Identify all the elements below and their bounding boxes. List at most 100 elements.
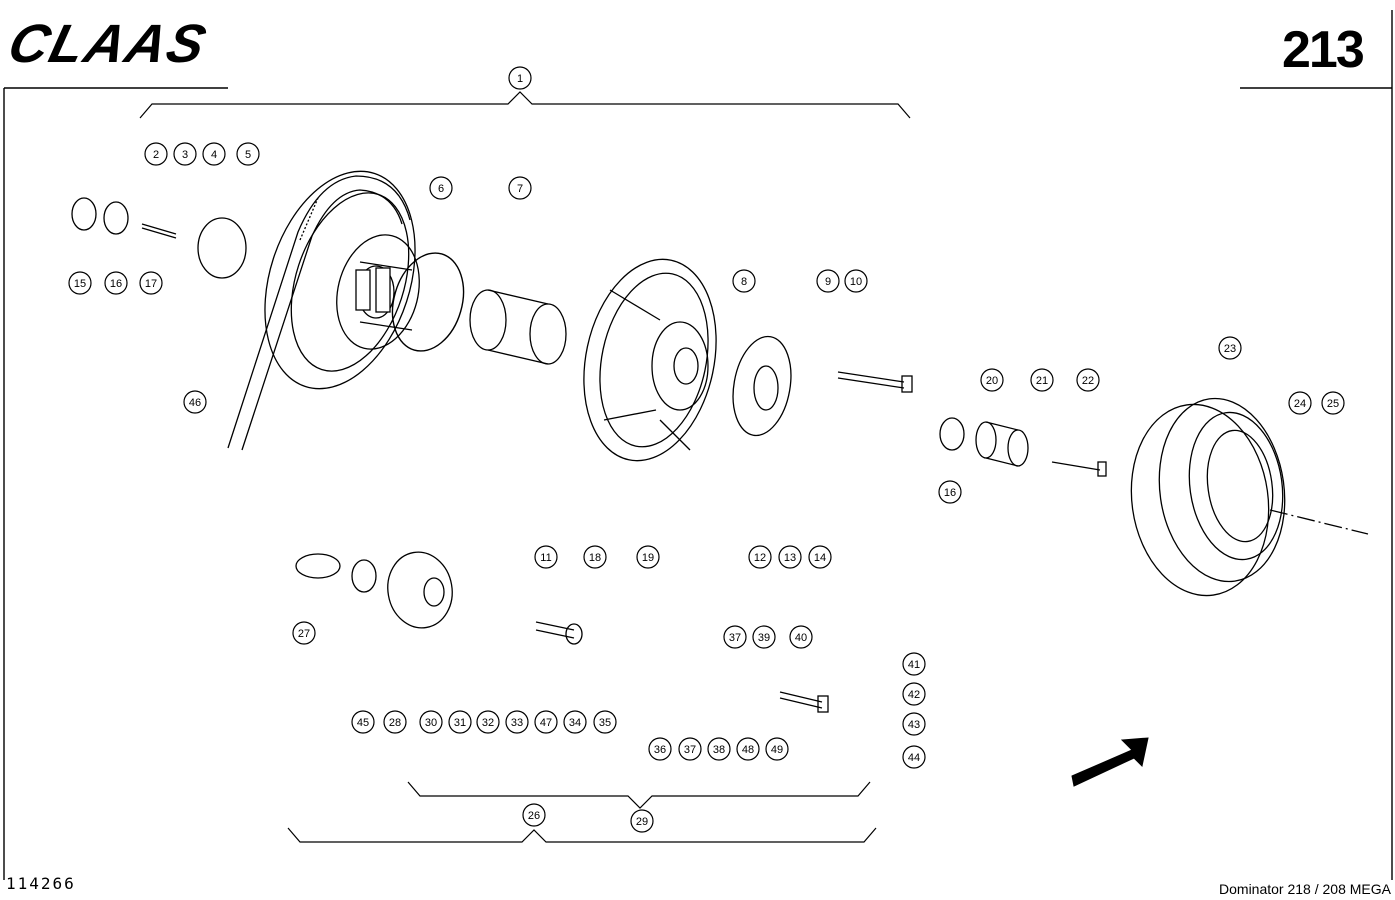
lower-shaft-assembly xyxy=(295,551,829,713)
belt-pulley xyxy=(264,170,420,390)
callout-circle xyxy=(383,710,407,734)
callout-circle xyxy=(534,710,558,734)
callout-circle xyxy=(508,176,532,200)
callout-number: 25 xyxy=(1327,398,1339,410)
callout-number: 43 xyxy=(908,719,920,731)
drive-pulley xyxy=(1130,397,1369,597)
callout-circle xyxy=(419,710,443,734)
sleeve xyxy=(469,289,567,365)
callout-number: 6 xyxy=(438,183,444,195)
callout-number: 36 xyxy=(654,744,666,756)
callout-number: 46 xyxy=(189,397,201,409)
callout-number: 1 xyxy=(517,73,523,85)
gasket-ring xyxy=(391,252,465,352)
callout-circle xyxy=(736,737,760,761)
callout-number: 29 xyxy=(636,816,648,828)
flange-plate xyxy=(732,335,792,437)
callout-number: 19 xyxy=(642,552,654,564)
callout-number: 48 xyxy=(742,744,754,756)
callout-circle xyxy=(505,710,529,734)
bushing-right xyxy=(939,417,1107,477)
callout-number: 33 xyxy=(511,717,523,729)
callout-number: 16 xyxy=(944,487,956,499)
bolt-10 xyxy=(837,371,913,393)
callout-circle xyxy=(765,737,789,761)
callout-circle xyxy=(522,803,546,827)
callout-number: 12 xyxy=(754,552,766,564)
callout-circle xyxy=(732,269,756,293)
callout-number: 16 xyxy=(110,278,122,290)
page-number: 213 xyxy=(1282,21,1365,79)
callout-number: 20 xyxy=(986,375,998,387)
callout-circle xyxy=(173,142,197,166)
callout-number: 27 xyxy=(298,628,310,640)
callout-circle xyxy=(808,545,832,569)
callout-number: 17 xyxy=(145,278,157,290)
callout-circle xyxy=(748,545,772,569)
bracket-group-29 xyxy=(407,781,871,809)
callout-circle xyxy=(816,269,840,293)
callout-number: 34 xyxy=(569,717,581,729)
callout-circle xyxy=(1218,336,1242,360)
callout-circle xyxy=(429,176,453,200)
v-belt xyxy=(227,175,411,451)
callout-number: 28 xyxy=(389,717,401,729)
callout-circle xyxy=(534,545,558,569)
callout-circle xyxy=(778,545,802,569)
callout-circle xyxy=(593,710,617,734)
model-name: Dominator 218 / 208 MEGA xyxy=(1219,881,1391,897)
callout-circle xyxy=(648,737,672,761)
callout-circle xyxy=(707,737,731,761)
callout-circle xyxy=(902,745,926,769)
callout-circle xyxy=(448,710,472,734)
callout-number: 47 xyxy=(540,717,552,729)
callout-circle xyxy=(104,271,128,295)
callout-circle xyxy=(183,390,207,414)
callout-circle xyxy=(678,737,702,761)
callout-number: 4 xyxy=(211,149,217,161)
callout-number: 13 xyxy=(784,552,796,564)
callout-circle xyxy=(351,710,375,734)
callout-number: 39 xyxy=(758,632,770,644)
callout-circle xyxy=(1321,391,1345,415)
callout-number: 8 xyxy=(741,276,747,288)
callout-number: 37 xyxy=(684,744,696,756)
callout-number: 5 xyxy=(245,149,251,161)
callout-circle xyxy=(68,271,92,295)
callout-circle xyxy=(139,271,163,295)
direction-arrow xyxy=(1071,737,1149,787)
callout-circle xyxy=(583,545,607,569)
callout-number: 38 xyxy=(713,744,725,756)
callout-number: 23 xyxy=(1224,343,1236,355)
callout-number: 2 xyxy=(153,149,159,161)
callout-circle xyxy=(236,142,260,166)
bracket-group-1 xyxy=(139,91,911,119)
callout-circle xyxy=(563,710,587,734)
callout-number: 7 xyxy=(517,183,523,195)
callout-circle xyxy=(202,142,226,166)
callout-circle xyxy=(636,545,660,569)
callout-number: 3 xyxy=(182,149,188,161)
callout-circle xyxy=(1076,368,1100,392)
callout-circle xyxy=(902,712,926,736)
drawing-number: 114266 xyxy=(6,874,76,893)
callout-number: 24 xyxy=(1294,398,1306,410)
callout-number: 18 xyxy=(589,552,601,564)
callout-circle xyxy=(902,682,926,706)
callout-number: 10 xyxy=(850,276,862,288)
callout-circle xyxy=(938,480,962,504)
callout-number: 30 xyxy=(425,717,437,729)
left-small-parts xyxy=(71,197,247,279)
callout-number: 26 xyxy=(528,810,540,822)
callout-number: 31 xyxy=(454,717,466,729)
callout-number: 14 xyxy=(814,552,826,564)
callout-number: 40 xyxy=(795,632,807,644)
callout-number: 15 xyxy=(74,278,86,290)
callout-circle xyxy=(1288,391,1312,415)
callout-circle xyxy=(980,368,1004,392)
callout-circle xyxy=(476,710,500,734)
callout-number: 41 xyxy=(908,659,920,671)
